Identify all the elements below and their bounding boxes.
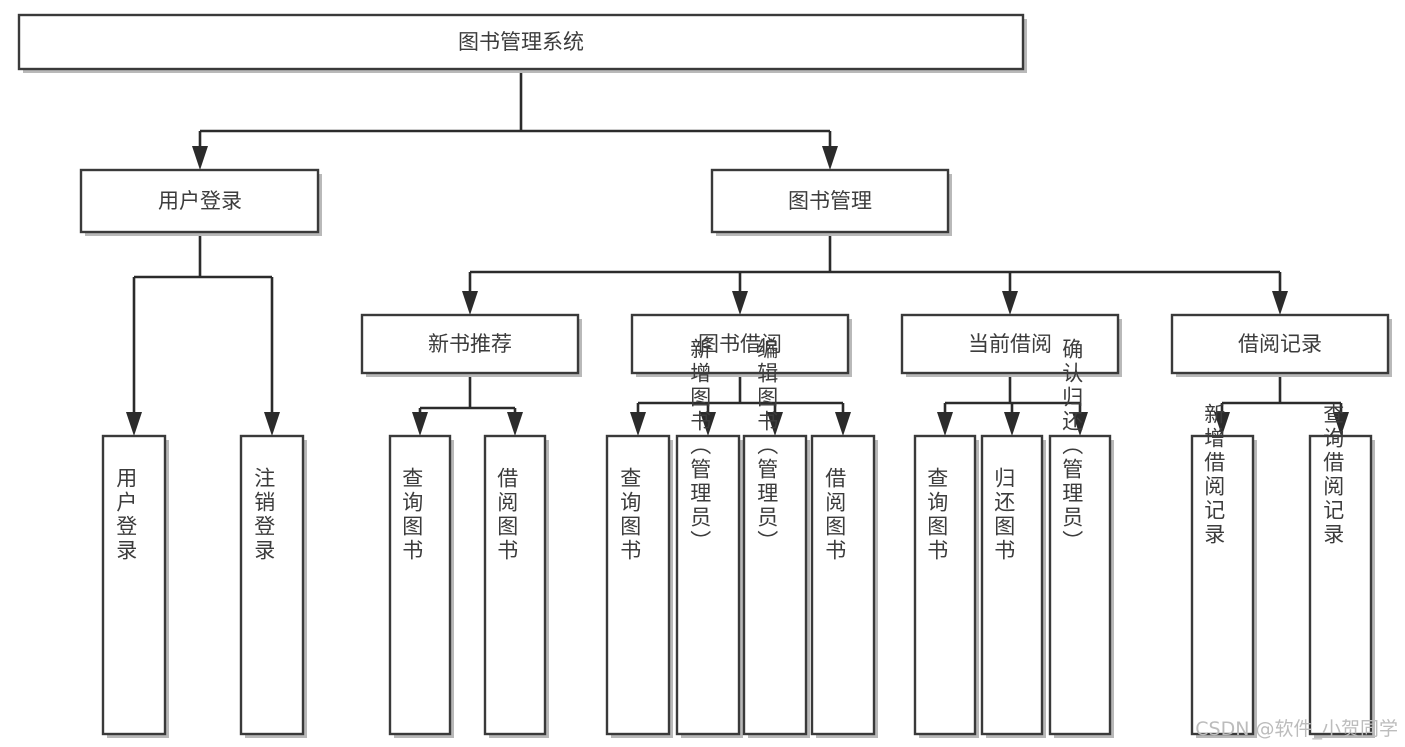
- node-borrow-label: 图书借阅: [698, 332, 782, 356]
- leaf-records-1-label: 新增借阅记录: [1202, 403, 1226, 547]
- arrow-to-records: [1272, 291, 1288, 315]
- arrow-login-leaf-1: [126, 412, 142, 436]
- arrow-current-leaf-1: [937, 412, 953, 436]
- leaf-borrow-2-label: 新增图书（管理员）: [688, 338, 712, 554]
- node-leaf-borrow-2[interactable]: 新增图书（管理员）: [675, 338, 743, 738]
- arrow-to-login: [192, 146, 208, 170]
- leaf-borrow-4-box: [810, 434, 876, 736]
- leaf-current-1-label: 查询图书: [925, 467, 949, 563]
- node-login[interactable]: 用户登录: [79, 168, 322, 236]
- leaf-newbook-1-label: 查询图书: [400, 467, 424, 563]
- node-bookmgmt-box: [710, 168, 950, 234]
- leaf-borrow-4-label: 借阅图书: [823, 467, 847, 563]
- leaf-records-2-box: [1308, 434, 1373, 736]
- node-leaf-borrow-4[interactable]: 借阅图书: [810, 434, 878, 738]
- leaf-records-2-label: 查询借阅记录: [1321, 403, 1345, 547]
- arrow-to-current: [1002, 291, 1018, 315]
- leaf-login-2-box: [239, 434, 305, 736]
- node-current[interactable]: 当前借阅: [900, 313, 1122, 377]
- leaf-borrow-2-box: [675, 434, 741, 736]
- arrow-to-bookmgmt: [822, 146, 838, 170]
- node-root-box: [17, 13, 1025, 71]
- node-root-label: 图书管理系统: [458, 30, 584, 54]
- leaf-current-2-label: 归还图书: [992, 467, 1016, 563]
- leaf-borrow-1-box: [605, 434, 671, 736]
- leaf-newbook-2-label: 借阅图书: [495, 467, 519, 563]
- node-leaf-records-1[interactable]: 新增借阅记录: [1190, 403, 1257, 738]
- leaf-current-2-box: [980, 434, 1044, 736]
- node-current-label: 当前借阅: [968, 332, 1052, 356]
- node-root[interactable]: 图书管理系统: [17, 13, 1027, 73]
- leaf-newbook-2-box: [483, 434, 547, 736]
- node-borrow[interactable]: 图书借阅: [630, 313, 852, 377]
- node-login-label: 用户登录: [158, 189, 242, 213]
- node-leaf-newbook-1[interactable]: 查询图书: [388, 434, 454, 738]
- leaf-current-3-label: 确认归还（管理员）: [1060, 338, 1084, 554]
- node-newbook[interactable]: 新书推荐: [360, 313, 582, 377]
- connector-layer: [126, 68, 1349, 436]
- leaf-login-1-label: 用户登录: [114, 467, 138, 563]
- arrow-current-leaf-2: [1004, 412, 1020, 436]
- arrow-to-borrow: [732, 291, 748, 315]
- leaf-records-1-box: [1190, 434, 1255, 736]
- node-records-box: [1170, 313, 1390, 375]
- arrow-borrow-leaf-1: [630, 412, 646, 436]
- node-borrow-box: [630, 313, 850, 375]
- node-newbook-box: [360, 313, 580, 375]
- leaf-borrow-3-label: 编辑图书（管理员）: [755, 338, 779, 554]
- leaf-current-3-box: [1048, 434, 1112, 736]
- arrow-newbook-leaf-2: [507, 412, 523, 436]
- arrow-newbook-leaf-1: [412, 412, 428, 436]
- node-login-box: [79, 168, 320, 234]
- leaf-borrow-3-box: [742, 434, 808, 736]
- node-records[interactable]: 借阅记录: [1170, 313, 1392, 377]
- arrow-borrow-leaf-4: [835, 412, 851, 436]
- arrow-to-newbook: [462, 291, 478, 315]
- node-current-box: [900, 313, 1120, 375]
- node-leaf-borrow-1[interactable]: 查询图书: [605, 434, 673, 738]
- node-leaf-newbook-2[interactable]: 借阅图书: [483, 434, 549, 738]
- leaf-borrow-1-label: 查询图书: [618, 467, 642, 563]
- node-leaf-current-2[interactable]: 归还图书: [980, 434, 1046, 738]
- node-leaf-login-1[interactable]: 用户登录: [101, 434, 169, 738]
- node-leaf-login-2[interactable]: 注销登录: [239, 434, 307, 738]
- node-leaf-current-1[interactable]: 查询图书: [913, 434, 979, 738]
- leaf-current-1-box: [913, 434, 977, 736]
- leaf-newbook-1-box: [388, 434, 452, 736]
- node-leaf-borrow-3[interactable]: 编辑图书（管理员）: [742, 338, 810, 738]
- node-records-label: 借阅记录: [1238, 332, 1322, 356]
- leaf-login-2-label: 注销登录: [252, 467, 276, 563]
- node-bookmgmt[interactable]: 图书管理: [710, 168, 952, 236]
- node-bookmgmt-label: 图书管理: [788, 189, 872, 213]
- leaf-login-1-box: [101, 434, 167, 736]
- node-newbook-label: 新书推荐: [428, 332, 512, 356]
- node-leaf-records-2[interactable]: 查询借阅记录: [1308, 403, 1375, 738]
- arrow-login-leaf-2: [264, 412, 280, 436]
- node-leaf-current-3[interactable]: 确认归还（管理员）: [1048, 338, 1114, 738]
- watermark-label: CSDN @软件_小贺同学: [1195, 718, 1398, 740]
